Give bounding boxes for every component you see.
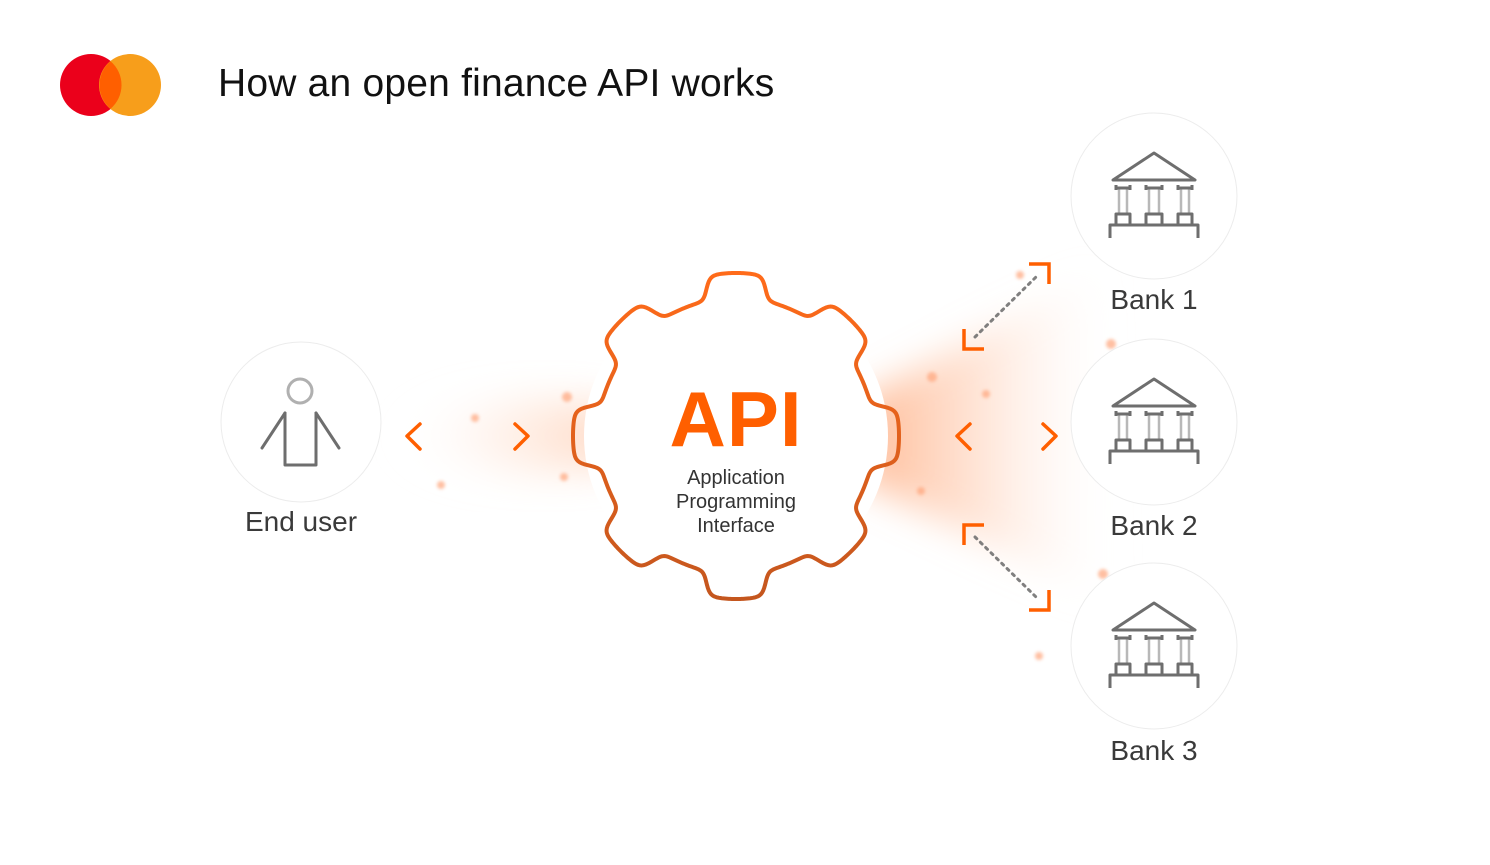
corner-arrow-icon — [1029, 590, 1051, 612]
gear-icon — [571, 271, 901, 601]
connector-api-bank-3 — [962, 523, 1051, 612]
api-subtitle-line: Interface — [697, 515, 775, 537]
arrow-left-icon — [405, 422, 422, 451]
person-icon — [260, 377, 341, 467]
dotted-line — [973, 274, 1039, 339]
bank-2-label: Bank 2 — [1110, 510, 1198, 541]
glow-particles — [437, 271, 1116, 660]
arrow-right-icon — [1041, 422, 1058, 451]
page-title: How an open finance API works — [218, 62, 775, 105]
bank-3-label: Bank 3 — [1110, 735, 1198, 766]
bank-1-circle — [1070, 112, 1238, 280]
connector-api-bank-2 — [955, 422, 1058, 451]
dotted-line — [973, 535, 1039, 600]
bank-icon — [1108, 151, 1200, 238]
bank-2-circle — [1070, 338, 1238, 506]
bank-3-circle — [1070, 562, 1238, 730]
api-subtitle: Application Programming Interface — [676, 466, 796, 538]
api-subtitle-line: Programming — [675, 491, 797, 513]
glow-right-cone — [860, 270, 1120, 610]
connector-end-user-api — [405, 422, 530, 451]
api-subtitle-line: Application — [687, 467, 785, 489]
logo-overlap — [99, 61, 122, 109]
bank-1-label: Bank 1 — [1110, 284, 1198, 315]
corner-arrow-icon — [962, 523, 984, 545]
corner-arrow-icon — [962, 329, 984, 351]
brand-logo — [60, 54, 161, 116]
api-label: API — [669, 375, 803, 463]
gear-backdrop — [584, 284, 888, 588]
end-user-circle — [220, 341, 382, 503]
end-user-label: End user — [244, 506, 358, 537]
arrow-right-icon — [513, 422, 530, 451]
corner-arrow-icon — [1029, 262, 1051, 284]
arrow-left-icon — [955, 422, 972, 451]
connector-api-bank-1 — [962, 262, 1051, 351]
